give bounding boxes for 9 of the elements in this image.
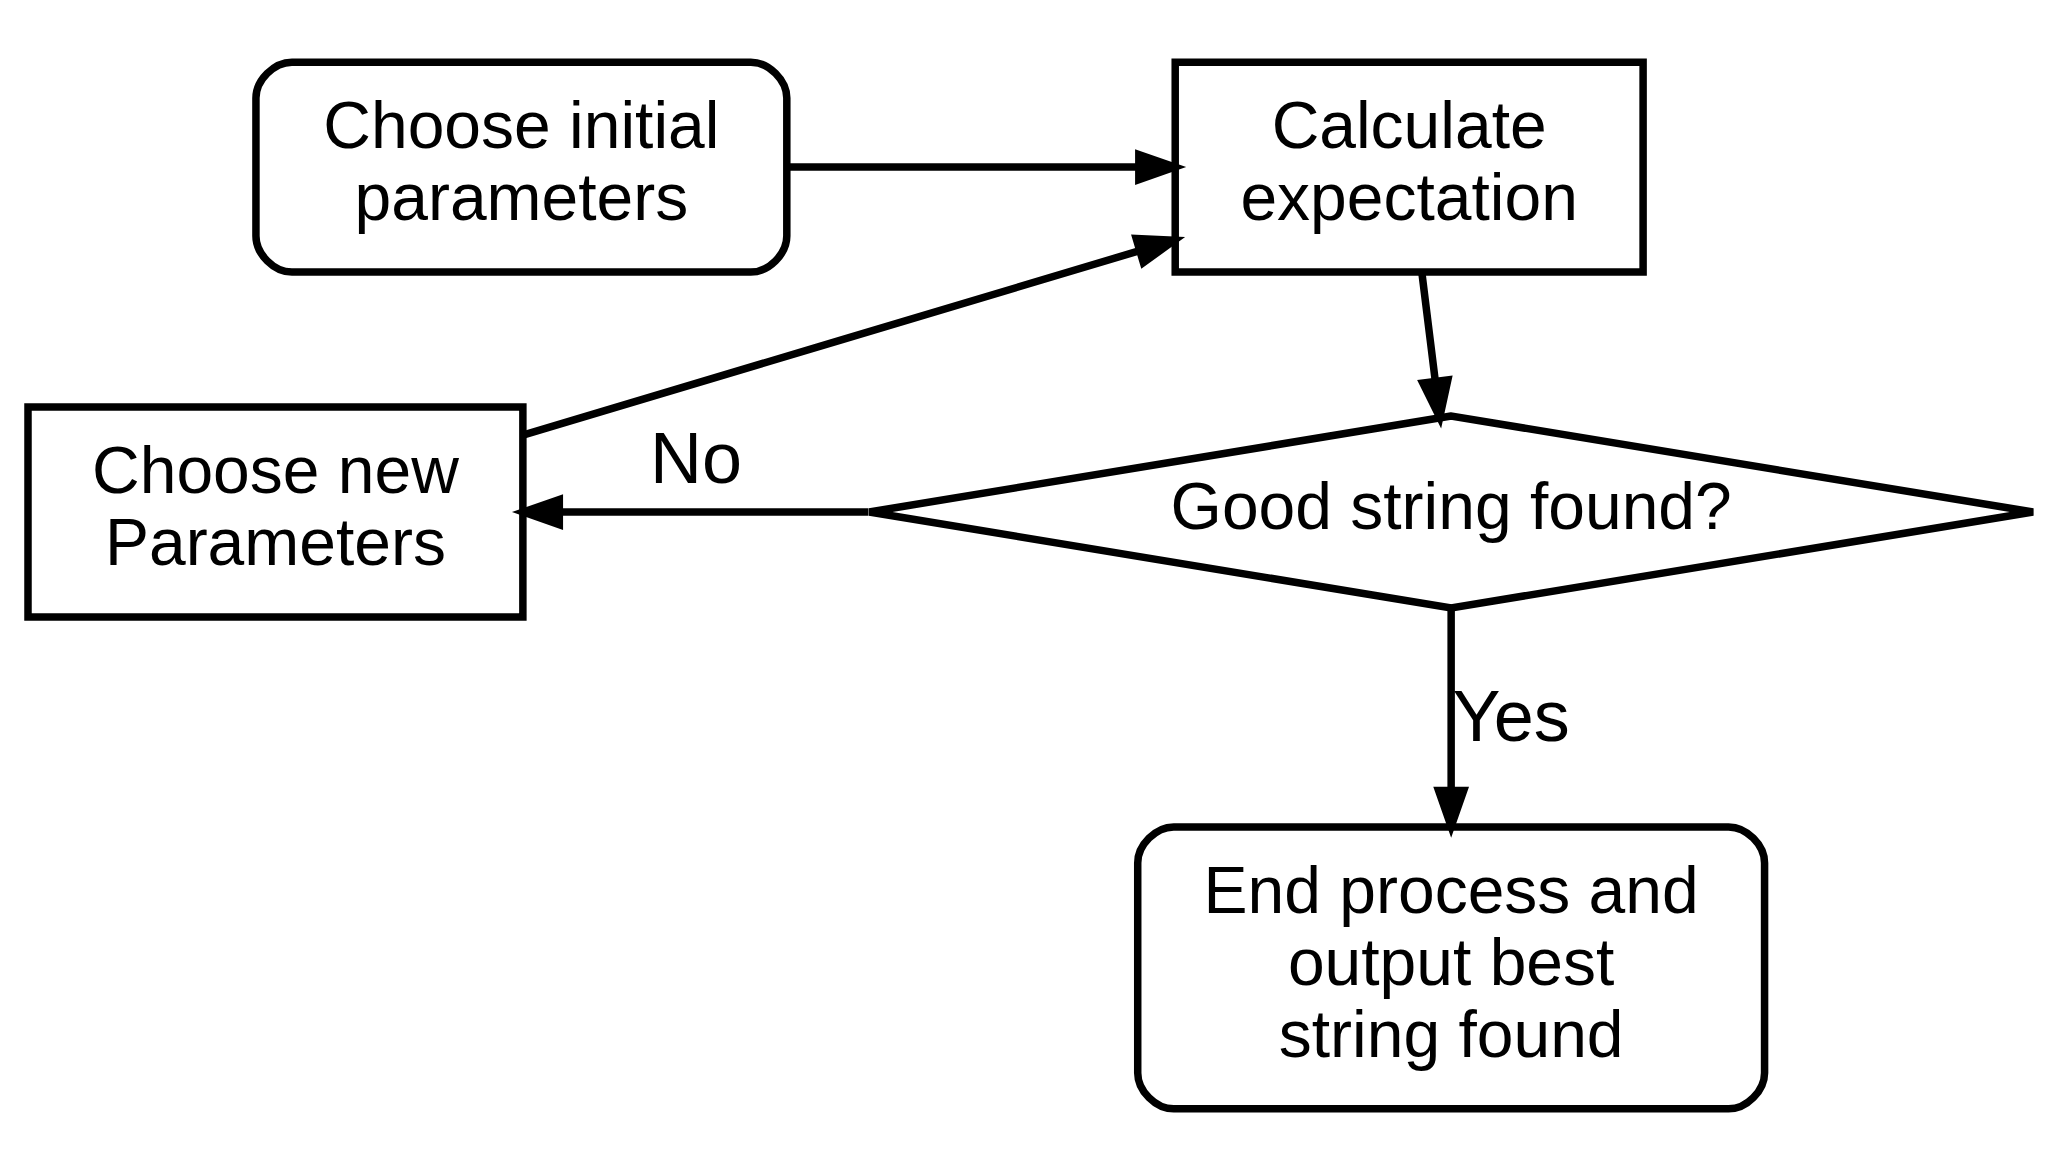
arrow	[787, 149, 1186, 185]
edge-label: No	[649, 417, 742, 498]
arrow	[1416, 272, 1453, 429]
node-box: End process and output best string found	[1133, 823, 1768, 1113]
node-box: Calculate expectation	[1170, 58, 1647, 276]
node-box: Choose new Parameters	[23, 403, 527, 621]
arrow	[511, 494, 868, 530]
arrow	[1432, 608, 1469, 838]
node-box: Choose initial parameters	[251, 58, 791, 276]
